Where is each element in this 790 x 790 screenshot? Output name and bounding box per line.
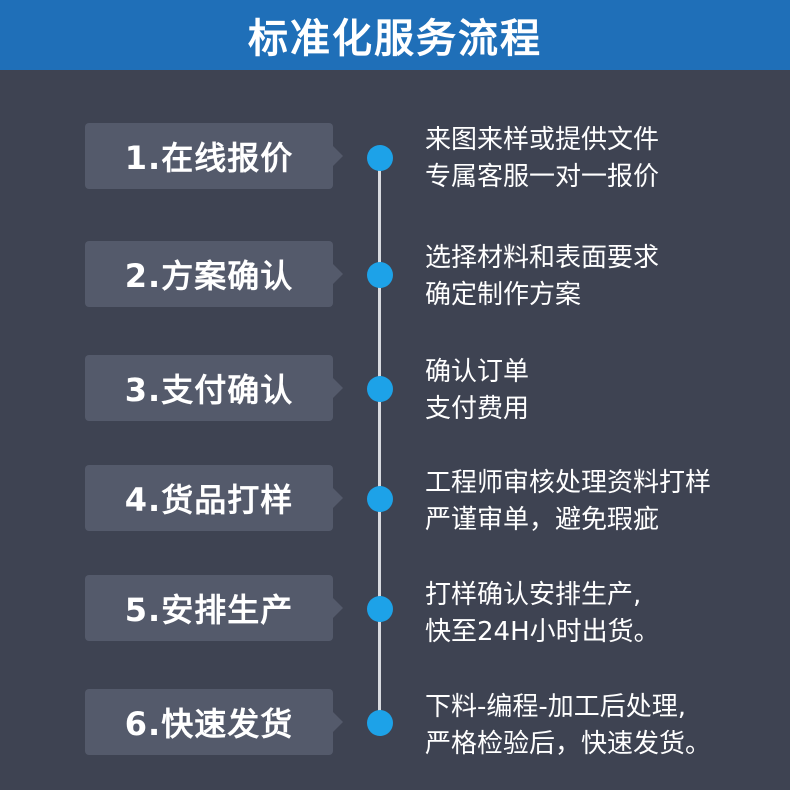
description-line: 支付费用: [425, 394, 530, 424]
step-label: 3.支付确认: [124, 371, 294, 409]
timeline-dot-4: [367, 486, 393, 512]
step-label: 4.货品打样: [124, 481, 294, 519]
page-title: 标准化服务流程: [248, 16, 542, 62]
description-line: 严格检验后，快速发货。: [425, 729, 712, 759]
description-line: 确定制作方案: [425, 280, 582, 310]
step-box-3: 3.支付确认: [85, 355, 343, 421]
timeline-dot-1: [367, 145, 393, 171]
description-line: 确认订单: [425, 357, 530, 387]
description-line: 选择材料和表面要求: [425, 243, 660, 273]
step-label: 1.在线报价: [124, 139, 294, 177]
description-line: 来图来样或提供文件: [425, 125, 660, 155]
description-line: 工程师审核处理资料打样: [425, 468, 712, 498]
timeline-dot-6: [367, 710, 393, 736]
timeline-line: [378, 150, 381, 728]
step-label: 6.快速发货: [124, 705, 294, 743]
step-label: 5.安排生产: [124, 591, 294, 629]
timeline-dot-2: [367, 262, 393, 288]
timeline-dot-5: [367, 596, 393, 622]
step-label: 2.方案确认: [124, 257, 294, 295]
description-line: 快至24H小时出货。: [425, 617, 660, 647]
description-line: 下料-编程-加工后处理,: [425, 692, 687, 722]
step-description-6: 下料-编程-加工后处理, 严格检验后，快速发货。: [425, 689, 775, 763]
timeline-dot-3: [367, 376, 393, 402]
step-description-5: 打样确认安排生产, 快至24H小时出货。: [425, 577, 775, 651]
step-box-6: 6.快速发货: [85, 689, 343, 755]
step-box-2: 2.方案确认: [85, 241, 343, 307]
description-line: 打样确认安排生产,: [425, 580, 642, 610]
step-box-1: 1.在线报价: [85, 123, 343, 189]
description-line: 严谨审单，避免瑕疵: [425, 505, 660, 535]
step-description-2: 选择材料和表面要求 确定制作方案: [425, 240, 775, 314]
step-description-4: 工程师审核处理资料打样 严谨审单，避免瑕疵: [425, 465, 775, 539]
step-box-5: 5.安排生产: [85, 575, 343, 641]
page-header: 标准化服务流程: [0, 0, 790, 70]
description-line: 专属客服一对一报价: [425, 162, 660, 192]
step-description-3: 确认订单 支付费用: [425, 354, 775, 428]
step-box-4: 4.货品打样: [85, 465, 343, 531]
step-description-1: 来图来样或提供文件 专属客服一对一报价: [425, 122, 775, 196]
